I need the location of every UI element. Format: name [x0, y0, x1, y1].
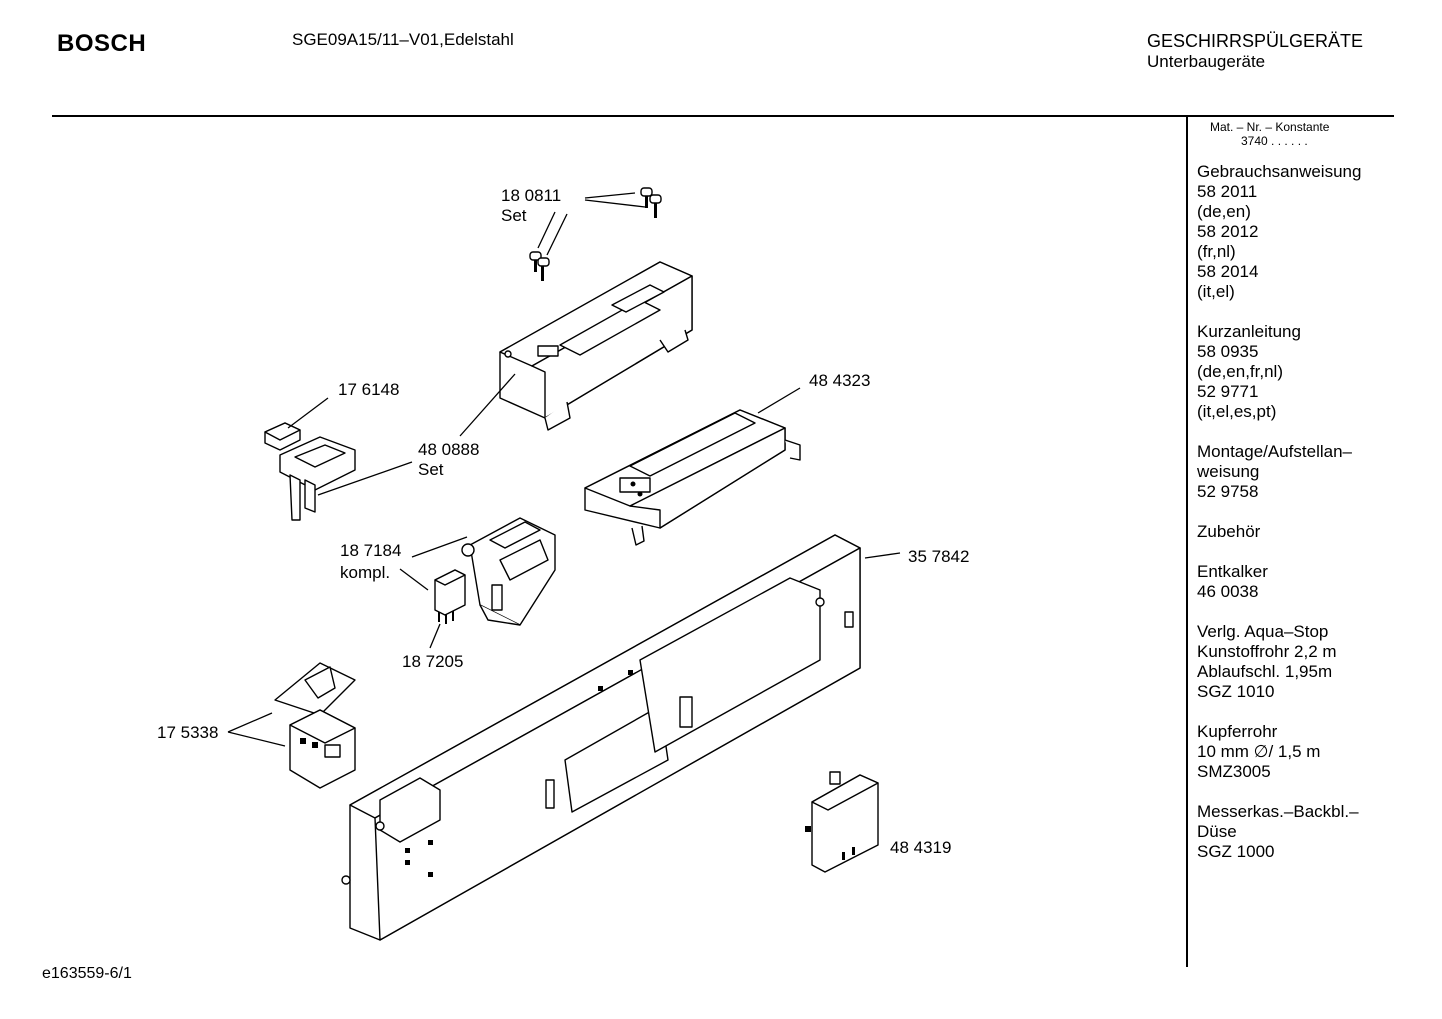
- label-187184-kompl: kompl.: [340, 563, 390, 582]
- category-subtitle: Unterbaugeräte: [1147, 52, 1266, 71]
- accessory-line: (it,el,es,pt): [1197, 402, 1277, 421]
- category-title: GESCHIRRSPÜLGERÄTE: [1147, 31, 1364, 51]
- label-480888-set: Set: [418, 460, 444, 479]
- cover-part: [805, 771, 879, 873]
- label-484319: 48 4319: [890, 838, 951, 857]
- accessory-line: Düse: [1197, 822, 1237, 841]
- door-lock-part: [461, 517, 556, 626]
- label-480888: 48 0888: [418, 440, 479, 459]
- accessory-line: Zubehör: [1197, 522, 1261, 541]
- brand-logo: BOSCH: [57, 30, 147, 57]
- accessory-line: SGZ 1000: [1197, 842, 1275, 861]
- accessory-line: Kunstoffrohr 2,2 m: [1197, 642, 1337, 661]
- accessory-line: (de,en,fr,nl): [1197, 362, 1283, 381]
- accessory-line: Montage/Aufstellan–: [1197, 442, 1352, 461]
- label-175338: 17 5338: [157, 723, 218, 742]
- control-housing-part: [499, 261, 693, 431]
- accessory-line: SGZ 1010: [1197, 682, 1275, 701]
- accessory-line: 58 2014: [1197, 262, 1259, 281]
- label-176148: 17 6148: [338, 380, 399, 399]
- model-number: SGE09A15/11–V01,Edelstahl: [292, 30, 514, 49]
- accessory-line: weisung: [1197, 462, 1260, 481]
- leader-lines: [227, 192, 901, 747]
- label-180811: 18 0811: [501, 186, 561, 205]
- sidebar-divider: [1186, 117, 1188, 967]
- label-187184: 18 7184: [340, 541, 401, 560]
- label-180811-set: Set: [501, 206, 527, 225]
- accessory-line: Kupferrohr: [1197, 722, 1278, 741]
- accessory-line: 46 0038: [1197, 582, 1259, 601]
- accessory-line: Gebrauchsanweisung: [1197, 162, 1362, 181]
- accessory-line: 10 mm ∅/ 1,5 m: [1197, 742, 1321, 761]
- screw-set-part: [529, 187, 662, 281]
- accessory-line: 52 9758: [1197, 482, 1259, 501]
- electronic-module-part: [584, 409, 801, 546]
- label-187205: 18 7205: [402, 652, 463, 671]
- label-357842: 35 7842: [908, 547, 969, 566]
- front-panel-part: [341, 534, 861, 941]
- accessory-line: Ablaufschl. 1,95m: [1197, 662, 1333, 681]
- header-divider: [52, 115, 1394, 117]
- switch-bracket-part: [264, 422, 356, 521]
- micro-switch-part: [434, 569, 466, 624]
- main-switch-part: [274, 662, 356, 789]
- mat-label: Mat. – Nr. – Konstante: [1210, 120, 1330, 134]
- accessory-line: Entkalker: [1197, 562, 1268, 581]
- accessory-line: (de,en): [1197, 202, 1251, 221]
- drawing-id: e163559-6/1: [42, 965, 132, 982]
- accessory-group: Zubehör: [1197, 522, 1392, 542]
- mat-value: 3740 . . . . . .: [1241, 134, 1308, 148]
- accessory-line: (fr,nl): [1197, 242, 1236, 261]
- accessory-line: 58 2011: [1197, 182, 1258, 201]
- accessory-line: SMZ3005: [1197, 762, 1271, 781]
- label-484323: 48 4323: [809, 371, 870, 390]
- accessory-line: Messerkas.–Backbl.–: [1197, 802, 1359, 821]
- accessory-line: 52 9771: [1197, 382, 1259, 401]
- accessory-line: Kurzanleitung: [1197, 322, 1301, 341]
- accessory-line: (it,el): [1197, 282, 1235, 301]
- accessory-line: 58 0935: [1197, 342, 1259, 361]
- accessory-line: 58 2012: [1197, 222, 1259, 241]
- accessory-line: Verlg. Aqua–Stop: [1197, 622, 1329, 641]
- material-number-constant: Mat. – Nr. – Konstante 3740 . . . . . .: [1210, 120, 1329, 148]
